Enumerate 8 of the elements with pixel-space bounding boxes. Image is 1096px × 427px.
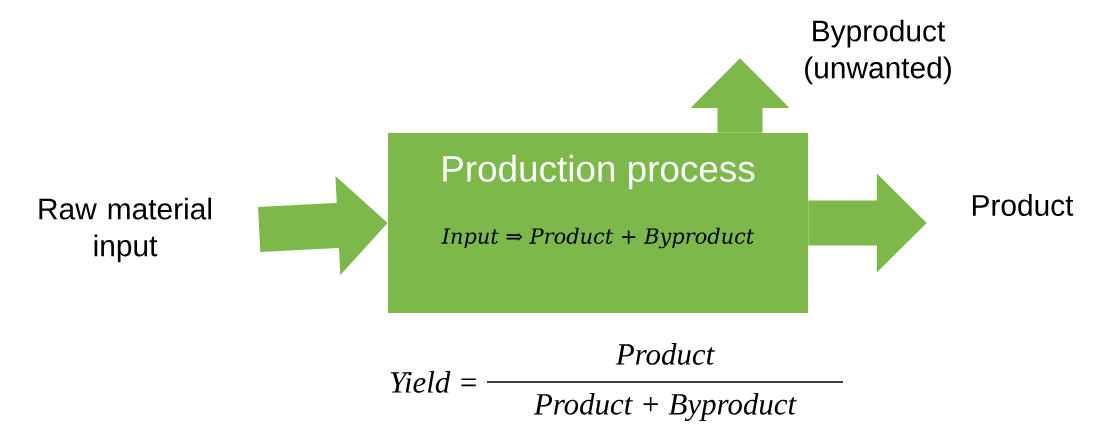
yield-formula: Yield = Product Product + Byproduct [390,343,844,422]
node-label: Byproduct (unwanted) [805,19,951,85]
label: Product [615,343,715,365]
node-label: Raw material input [39,197,211,263]
process-box: Production process Input ⇒ Product + Byproduct [388,133,808,313]
label: Yield = [390,371,476,393]
node-label: Product [972,194,1074,216]
label: Product + Byproduct [533,392,797,422]
